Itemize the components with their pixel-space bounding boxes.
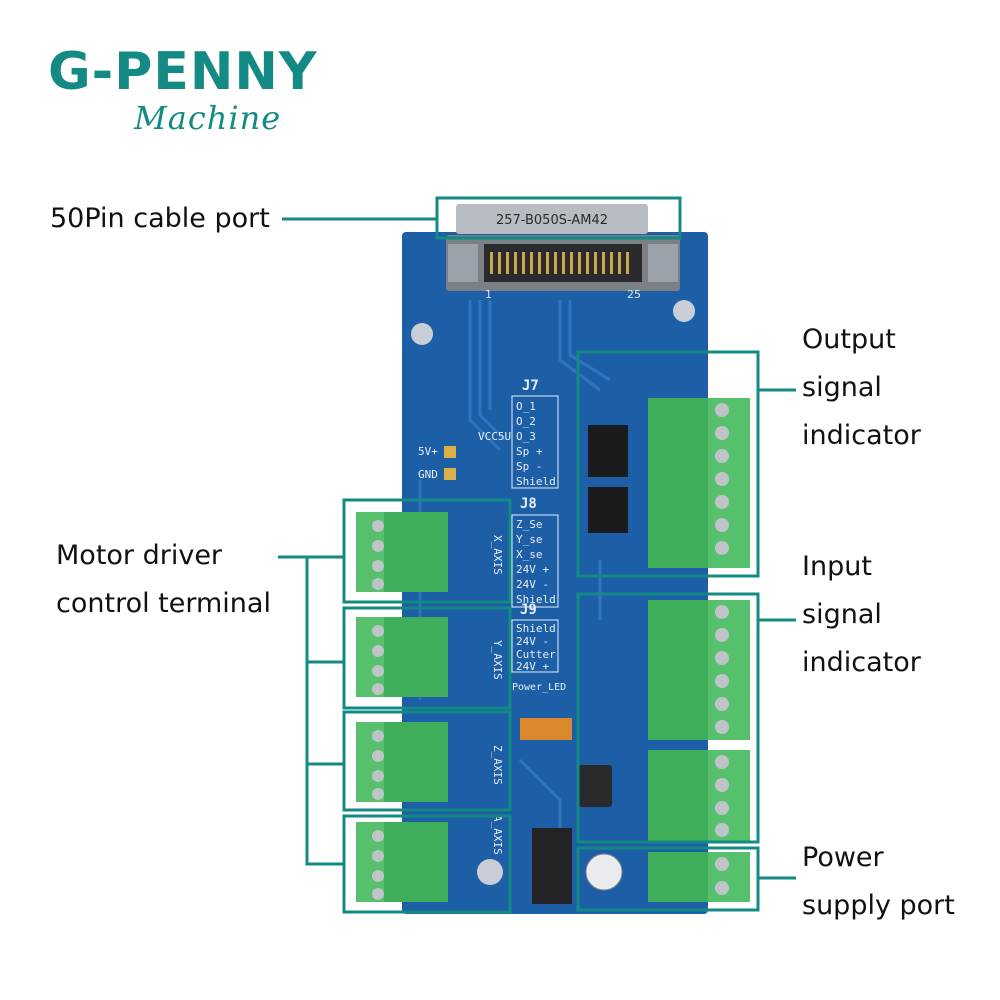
pad [444, 446, 456, 458]
j8-row: 24V + [516, 563, 549, 576]
connector-pin-1: 1 [485, 288, 492, 301]
label-line: Motor driver [56, 540, 223, 571]
brand-subtitle: Machine [134, 99, 282, 137]
pcb-gnd-label: GND [418, 468, 438, 481]
j7-silkscreen: J7 O_1 O_2 O_3 Sp + Sp - Shield [511, 378, 559, 489]
power-led-label: Power_LED [512, 682, 566, 693]
j8-row: Z_Se [516, 518, 543, 531]
label-line: Output [802, 324, 896, 355]
label-input-signal: Input signal indicator [802, 543, 921, 687]
brand-name: G-PENNY [48, 42, 318, 102]
label-line: signal [802, 599, 882, 630]
j7-row: Shield [516, 475, 556, 488]
pcb-vcc-label: VCC5U [478, 430, 511, 443]
j7-row: Sp + [516, 445, 543, 458]
terminal-block-output [648, 398, 750, 568]
ic-chip [588, 425, 628, 477]
pad [444, 468, 456, 480]
j7-row: Sp - [516, 460, 543, 473]
terminal-block-power [648, 852, 750, 902]
j7-row: O_2 [516, 415, 536, 428]
pcb-5v-label: 5V+ [418, 445, 438, 458]
j8-row: Shield [516, 593, 556, 606]
connector-pin-25: 25 [627, 288, 641, 301]
mounting-hole [673, 300, 695, 322]
label-line: control terminal [56, 588, 271, 619]
label-power-supply: Power supply port [802, 834, 955, 930]
ic-chip [588, 487, 628, 533]
axis-terminal-y: Y_AXIS [356, 617, 504, 697]
j9-row: 24V - [516, 635, 549, 648]
axis-label: A_AXIS [491, 815, 504, 855]
label-motor-driver: Motor driver control terminal [56, 532, 271, 628]
callout-box-input [576, 592, 760, 844]
callout-box-axis-y [342, 606, 512, 710]
label-line: indicator [802, 647, 921, 678]
j9-row: Cutter [516, 648, 556, 661]
mounting-hole [411, 323, 433, 345]
j8-row: 24V - [516, 578, 549, 591]
axis-terminal-x: X_AXIS [356, 512, 504, 592]
j7-row: O_3 [516, 430, 536, 443]
j7-row: O_1 [516, 400, 536, 413]
label-output-signal: Output signal indicator [802, 316, 921, 460]
brand-logo: G-PENNY Machine [48, 44, 318, 136]
j9-label: J9 [520, 602, 537, 618]
terminal-block-input-2 [648, 750, 750, 842]
connector-50pin: 257-B050S-AM42 1 25 [446, 204, 680, 301]
label-cable-port: 50Pin cable port [50, 195, 270, 243]
axis-label: X_AXIS [491, 535, 504, 575]
mounting-hole [477, 859, 503, 885]
label-cable-port-text: 50Pin cable port [50, 203, 270, 234]
axis-terminal-a: A_AXIS [356, 815, 504, 902]
axis-label: Y_AXIS [491, 640, 504, 680]
axis-terminal-z: Z_AXIS [356, 722, 504, 802]
j7-label: J7 [522, 378, 539, 394]
j9-row: 24V + [516, 660, 549, 673]
label-line: indicator [802, 420, 921, 451]
inductor [578, 765, 612, 807]
j8-label: J8 [520, 496, 537, 512]
j8-row: Y_se [516, 533, 543, 546]
j8-row: X_se [516, 548, 543, 561]
callout-lines [278, 196, 796, 914]
label-line: signal [802, 372, 882, 403]
callout-bracket-motor [305, 555, 344, 866]
j8-silkscreen: J8 Z_Se Y_se X_se 24V + 24V - Shield [511, 496, 559, 608]
j9-silkscreen: J9 Shield 24V - Cutter 24V + [511, 602, 559, 673]
callout-box-axis-z [342, 710, 512, 812]
connector-marking: 257-B050S-AM42 [496, 213, 608, 228]
label-line: Input [802, 551, 872, 582]
capacitor [520, 718, 572, 740]
j9-row: Shield [516, 622, 556, 635]
callout-box-output [576, 350, 760, 578]
label-line: Power [802, 842, 884, 873]
label-line: supply port [802, 890, 955, 921]
regulator [532, 828, 572, 904]
axis-label: Z_AXIS [491, 745, 504, 785]
electrolytic-capacitor [585, 853, 623, 891]
terminal-block-input [648, 600, 750, 740]
callout-box-axis-x [342, 498, 512, 604]
